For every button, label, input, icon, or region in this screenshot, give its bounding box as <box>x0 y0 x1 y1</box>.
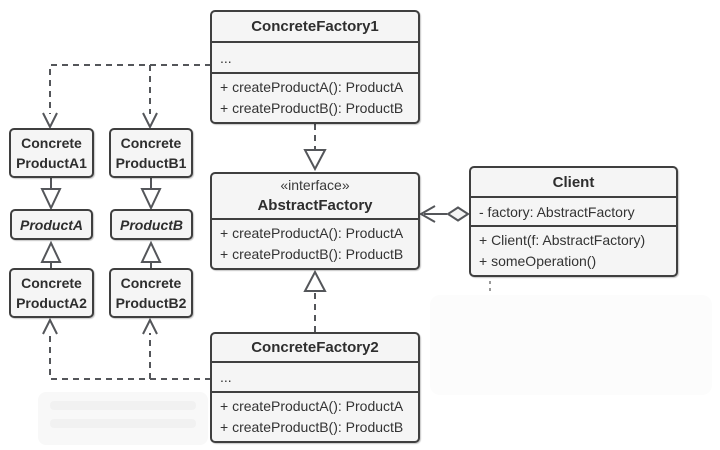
realization-concretefactory1-abstractfactory <box>303 124 327 172</box>
method-some-operation: + someOperation() <box>479 253 597 269</box>
stereotype-label: «interface» <box>280 177 350 193</box>
method-create-product-a: + createProductA(): ProductA <box>220 79 404 95</box>
class-client: Client - factory: AbstractFactory + Clie… <box>469 166 678 277</box>
class-title-line2: ProductB2 <box>115 295 187 311</box>
method-create-product-b: + createProductB(): ProductB <box>220 419 404 435</box>
class-title-line1: Concrete <box>21 135 82 151</box>
class-title-line2: ProductA1 <box>16 155 87 171</box>
interface-name: ProductB <box>120 216 183 233</box>
class-methods: + createProductA(): ProductA + createPro… <box>212 391 418 441</box>
class-concrete-product-b2: Concrete ProductB2 <box>109 268 193 318</box>
class-title-line1: Concrete <box>120 135 182 151</box>
interface-name: ProductA <box>20 216 83 233</box>
dependency-concretefactory1-products <box>42 64 211 130</box>
method-create-product-a: + createProductA(): ProductA <box>220 225 404 241</box>
realization-concreteproductb1-productb <box>140 178 162 211</box>
class-fields-placeholder: ... <box>212 361 418 391</box>
class-title-line1: Concrete <box>21 275 82 291</box>
realization-concretefactory2-abstractfactory <box>303 269 327 332</box>
class-methods: + createProductA(): ProductA + createPro… <box>212 72 418 122</box>
method-constructor: + Client(f: AbstractFactory) <box>479 232 646 248</box>
class-title: Concrete ProductA2 <box>16 273 87 313</box>
class-title: Concrete ProductB1 <box>116 133 187 173</box>
class-concrete-factory-1: ConcreteFactory1 ... + createProductA():… <box>210 10 420 124</box>
class-title: ConcreteFactory2 <box>251 339 379 356</box>
realization-concreteproducta2-producta <box>40 240 62 268</box>
aggregation-client-abstractfactory <box>418 205 470 223</box>
class-title: Concrete ProductA1 <box>16 133 87 173</box>
interface-name: AbstractFactory <box>257 197 373 214</box>
class-concrete-product-b1: Concrete ProductB1 <box>109 128 193 178</box>
interface-product-b: ProductB <box>110 209 193 240</box>
dependency-concretefactory2-products <box>42 317 211 380</box>
attribute-factory: - factory: AbstractFactory <box>479 203 635 220</box>
realization-concreteproducta1-producta <box>40 178 62 211</box>
method-create-product-a: + createProductA(): ProductA <box>220 398 404 414</box>
class-title-line2: ProductB1 <box>115 155 187 171</box>
method-create-product-b: + createProductB(): ProductB <box>220 100 404 116</box>
method-create-product-b: + createProductB(): ProductB <box>220 246 404 262</box>
class-title: ConcreteFactory1 <box>251 18 379 35</box>
realization-concreteproductb2-productb <box>140 240 162 268</box>
class-concrete-factory-2: ConcreteFactory2 ... + createProductA():… <box>210 332 420 443</box>
class-title: «interface» AbstractFactory <box>212 174 418 218</box>
class-title: Concrete ProductB2 <box>116 273 187 313</box>
class-fields-placeholder: ... <box>212 41 418 72</box>
class-title: Client <box>552 173 595 191</box>
class-concrete-product-a2: Concrete ProductA2 <box>9 268 94 318</box>
class-methods: + Client(f: AbstractFactory) + someOpera… <box>471 225 676 275</box>
interface-abstract-factory: «interface» AbstractFactory + createProd… <box>210 172 420 270</box>
class-methods: + createProductA(): ProductA + createPro… <box>212 218 418 268</box>
interface-product-a: ProductA <box>10 209 93 240</box>
class-title-line2: ProductA2 <box>16 295 87 311</box>
class-title-line1: Concrete <box>120 275 182 291</box>
class-concrete-product-a1: Concrete ProductA1 <box>9 128 94 178</box>
class-attributes: - factory: AbstractFactory <box>471 196 676 225</box>
